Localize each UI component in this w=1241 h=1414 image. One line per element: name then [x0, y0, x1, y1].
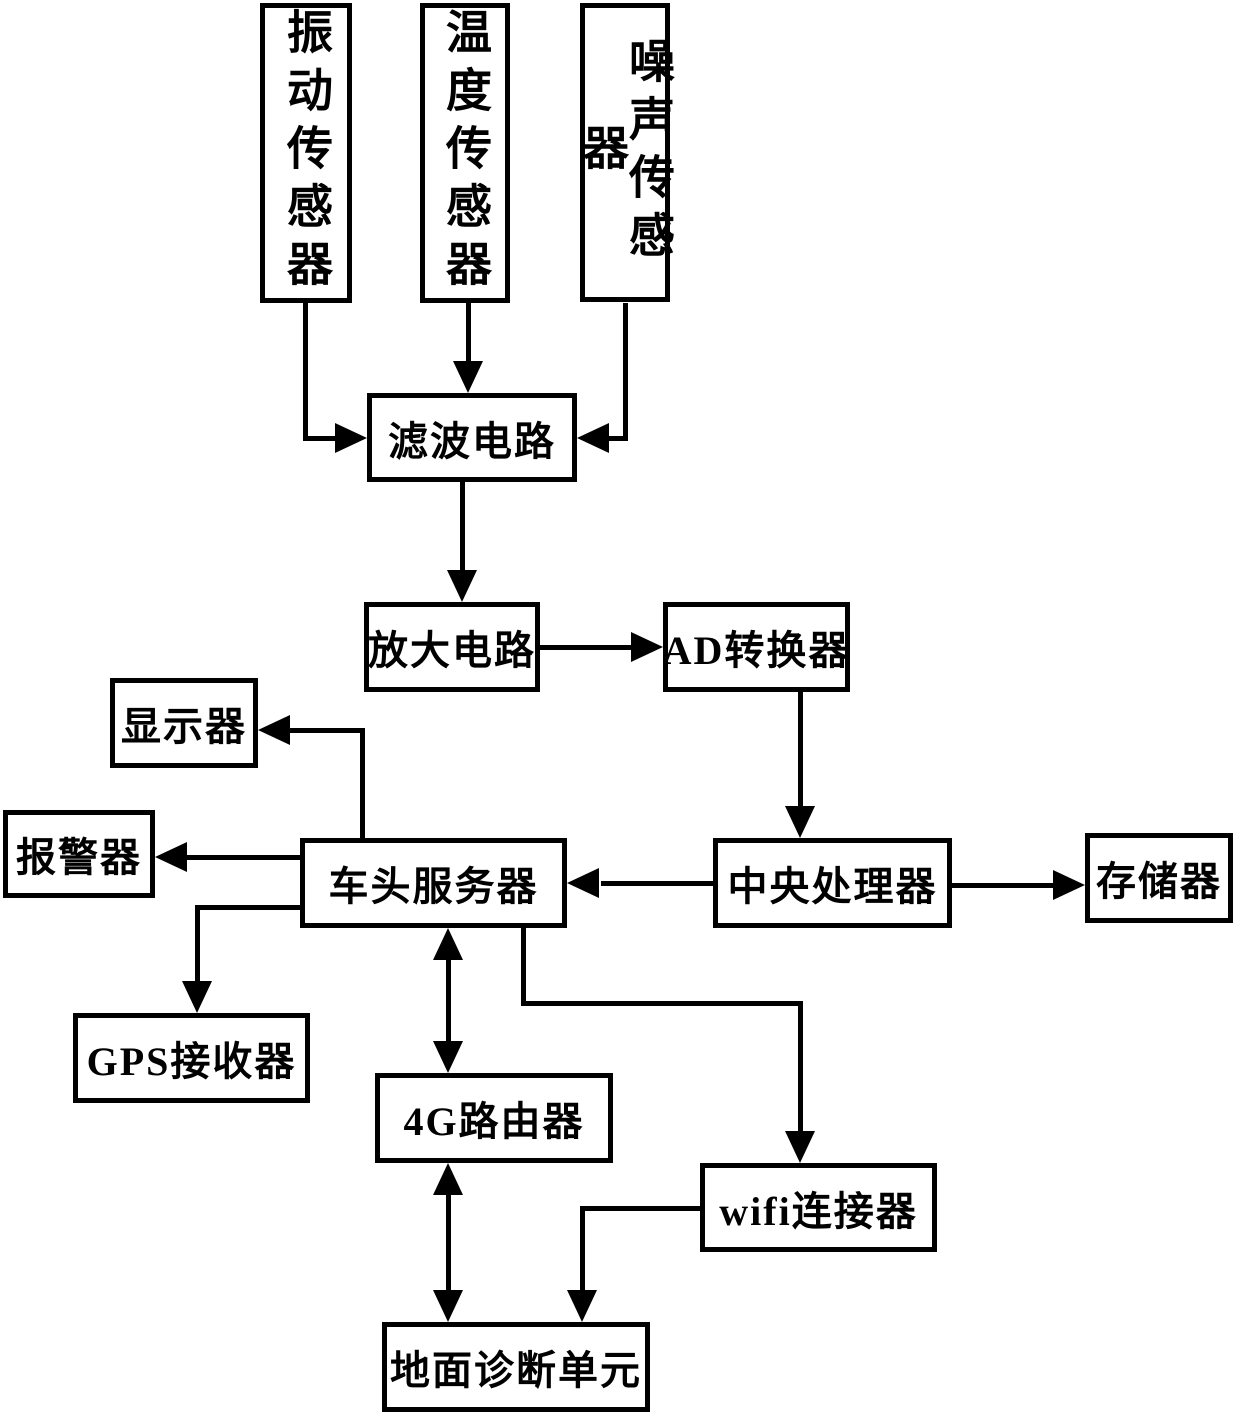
edge-noise-to-filter-segment: [607, 436, 628, 441]
node-alarm: 报警器: [3, 810, 155, 898]
edge-noise-to-filter-arrowhead: [577, 423, 609, 453]
node-ad-converter: AD转换器: [663, 602, 850, 692]
edge-filter-to-amplifier-segment: [460, 482, 465, 572]
node-display: 显示器: [110, 678, 258, 768]
edge-wifi-to-ground-segment: [580, 1206, 585, 1292]
edge-headserver-4grouter-arrowhead-up: [433, 928, 463, 960]
edge-cpu-to-memory-arrowhead: [1053, 870, 1085, 900]
node-ground-diagnosis-unit: 地面诊断单元: [382, 1322, 650, 1412]
edge-headserver-to-wifi-segment: [798, 1001, 803, 1133]
edge-vibration-to-filter-segment: [303, 303, 308, 441]
edge-headserver-to-alarm-segment: [187, 855, 300, 860]
edge-amplifier-to-ad-segment: [540, 645, 635, 650]
edge-cpu-to-headserver-segment: [601, 881, 713, 886]
edge-headserver-4grouter-segment: [446, 958, 451, 1045]
node-wifi-connector: wifi连接器: [700, 1163, 937, 1252]
edge-headserver-to-display-segment: [360, 728, 365, 838]
edge-cpu-to-headserver-arrowhead: [567, 868, 599, 898]
edge-headserver-to-display-arrowhead: [258, 715, 290, 745]
edge-4grouter-ground-arrowhead-up: [433, 1163, 463, 1195]
edge-amplifier-to-ad-arrowhead: [631, 632, 663, 662]
edge-temperature-to-filter-segment: [466, 303, 471, 365]
edge-ad-to-cpu-arrowhead: [785, 806, 815, 838]
edge-headserver-to-gps-arrowhead: [182, 981, 212, 1013]
node-cpu: 中央处理器: [713, 838, 952, 928]
node-memory: 存储器: [1085, 833, 1233, 923]
node-vibration-sensor: 振动传感器: [260, 3, 352, 303]
edge-headserver-to-wifi-segment: [521, 928, 526, 1006]
edge-headserver-to-wifi-arrowhead: [785, 1131, 815, 1163]
edge-cpu-to-memory-segment: [952, 883, 1055, 888]
edge-headserver-to-gps-segment: [195, 905, 200, 983]
node-filter-circuit: 滤波电路: [367, 393, 577, 482]
edge-vibration-to-filter-arrowhead: [335, 423, 367, 453]
edge-ad-to-cpu-segment: [798, 692, 803, 808]
edge-headserver-to-gps-segment: [195, 905, 300, 910]
edge-headserver-4grouter-arrowhead-down: [433, 1041, 463, 1073]
edge-filter-to-amplifier-arrowhead: [447, 570, 477, 602]
node-noise-sensor: 噪声传感器: [580, 3, 670, 302]
edge-4grouter-ground-arrowhead-down: [433, 1290, 463, 1322]
edge-4grouter-ground-segment: [446, 1193, 451, 1292]
edge-temperature-to-filter-arrowhead: [453, 361, 483, 393]
edge-headserver-to-alarm-arrowhead: [155, 842, 187, 872]
node-4g-router: 4G路由器: [375, 1073, 613, 1163]
node-gps-receiver: GPS接收器: [73, 1013, 310, 1103]
edge-wifi-to-ground-arrowhead: [567, 1290, 597, 1322]
edge-headserver-to-wifi-segment: [521, 1001, 803, 1006]
edge-wifi-to-ground-segment: [580, 1206, 700, 1211]
edge-noise-to-filter-segment: [623, 303, 628, 441]
node-temperature-sensor: 温度传感器: [420, 3, 510, 303]
node-head-server: 车头服务器: [300, 838, 567, 928]
node-amplifier-circuit: 放大电路: [364, 602, 540, 692]
edge-headserver-to-display-segment: [290, 728, 365, 733]
